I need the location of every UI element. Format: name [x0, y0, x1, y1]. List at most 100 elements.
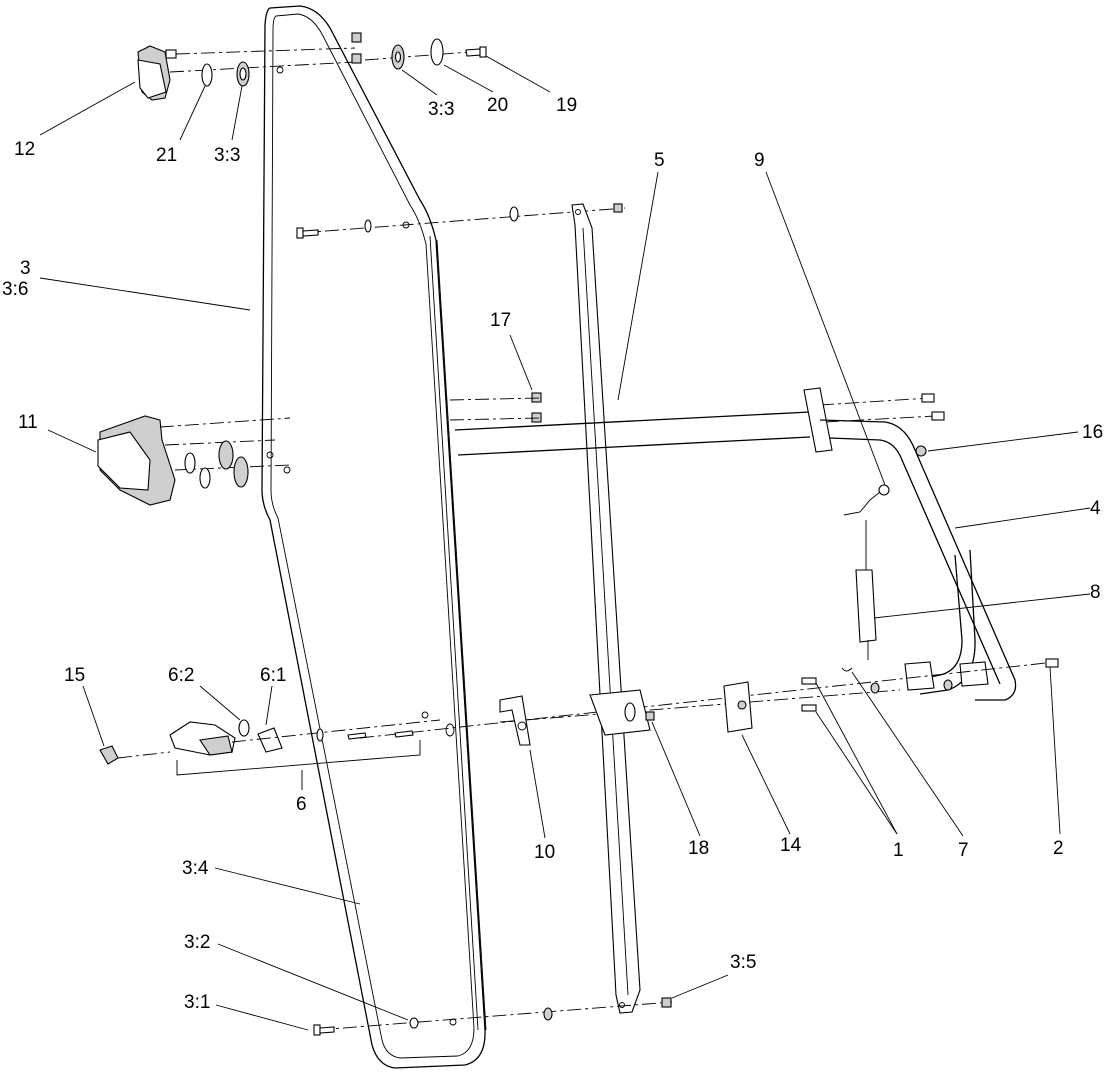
clip-9: [878, 484, 890, 496]
bottom-hardware: [313, 997, 673, 1036]
callout-3-2: 3:2: [184, 932, 210, 953]
bolt-head: [296, 227, 304, 239]
callout-21: 21: [156, 145, 177, 166]
axis-line: [317, 1001, 673, 1031]
axis-line: [449, 417, 541, 421]
latch-12-face: [137, 59, 167, 99]
callout-labels: 12 21 3:3 3:3 20 19 5 9 3 3:6 17 11 16 4…: [2, 95, 1103, 1013]
callout-3-5: 3:5: [730, 952, 756, 973]
callout-6: 6: [296, 794, 307, 815]
callout-4: 4: [1090, 498, 1101, 519]
callout-19: 19: [556, 95, 577, 116]
bracket-10-hole: [517, 721, 527, 731]
washer-3-2: [409, 1017, 419, 1029]
callout-15: 15: [64, 665, 85, 686]
axis-line: [299, 207, 626, 234]
axis-line: [169, 61, 356, 73]
callout-14: 14: [780, 835, 802, 856]
axis-line: [231, 719, 441, 743]
upper-latch-hardware: [137, 32, 487, 101]
callout-6-1: 6:1: [260, 665, 286, 686]
latch-11-face: [97, 431, 151, 491]
callout-3-3-top: 3:3: [214, 145, 240, 166]
callout-3-3-mid: 3:3: [428, 99, 454, 120]
axis-line: [117, 751, 171, 759]
bushing-3-3-hole: [394, 51, 402, 63]
nut-16: [915, 445, 927, 457]
axis-line: [819, 397, 931, 406]
frame-4: [803, 387, 1017, 701]
clip-9-wire: [843, 491, 881, 516]
bracket-18: [589, 689, 651, 736]
pin: [347, 732, 367, 740]
bracket-14-bolt: [737, 700, 747, 710]
washer: [199, 467, 211, 489]
rod-assembly: [449, 392, 945, 456]
axis-line: [159, 417, 291, 428]
callout-17: 17: [490, 310, 511, 331]
callout-6-2: 6:2: [168, 665, 194, 686]
bolt-3-1: [313, 1024, 321, 1036]
frame-4-lower-tube: [914, 554, 963, 681]
callout-11: 11: [18, 412, 38, 433]
vertical-bar-5: [571, 203, 641, 1014]
frame-4-tube-edge: [829, 437, 1001, 685]
upper-bolts: [296, 203, 626, 239]
panel-hole: [421, 711, 429, 719]
lower-hardware: [359, 658, 1059, 746]
pin: [394, 730, 414, 738]
bracket-18-slot: [624, 702, 636, 722]
nut-18: [645, 711, 655, 721]
axis-line: [449, 397, 541, 401]
washer: [364, 219, 372, 233]
washer: [184, 452, 196, 474]
washer: [316, 728, 324, 742]
axis-line: [164, 439, 276, 446]
bar-5-edge: [582, 227, 629, 996]
bolt-3-1-shank: [319, 1026, 335, 1034]
panel-edge-line: [429, 235, 479, 1031]
panel-hole: [266, 451, 274, 459]
callout-5: 5: [654, 150, 665, 171]
washer-21: [201, 63, 213, 87]
bolt-2: [1045, 658, 1059, 668]
knob-15: [99, 745, 119, 765]
panel-hole: [276, 66, 284, 74]
axis-line: [175, 47, 356, 55]
washer: [543, 1007, 553, 1021]
panel-inner-outline: [270, 13, 475, 1059]
nut-17: [531, 412, 542, 423]
bolt-shank: [302, 229, 319, 237]
gas-spring-8: [841, 484, 890, 672]
gas-spring-cylinder: [855, 569, 877, 643]
frame-4-tube: [819, 419, 1017, 701]
nut: [613, 203, 623, 213]
callout-3-4: 3:4: [182, 858, 209, 879]
callout-12: 12: [14, 139, 35, 160]
washer-20: [430, 38, 444, 66]
bar-5-hole: [619, 1002, 625, 1008]
bracket-10: [499, 695, 531, 746]
nut-17: [531, 392, 542, 403]
panel-assembly: [261, 5, 487, 1069]
callout-3-1: 3:1: [184, 992, 210, 1013]
callout-7: 7: [958, 840, 969, 861]
frame-foot: [959, 661, 989, 687]
panel-edge-line-2: [436, 239, 487, 1031]
callout-9: 9: [754, 150, 765, 171]
axis-line: [364, 51, 471, 61]
nut-3-5: [661, 997, 672, 1008]
washer: [509, 206, 519, 222]
callout-18: 18: [688, 838, 709, 859]
panel-outer-outline: [261, 5, 486, 1069]
bolt: [931, 411, 945, 421]
washer: [943, 679, 953, 691]
handle-6-bracket-line: [176, 740, 421, 776]
bushing-3-3-hole: [239, 67, 247, 81]
leader-lines: [39, 55, 1091, 1031]
handle-6-grip: [199, 735, 233, 756]
washer-6-2: [238, 719, 250, 737]
callout-8: 8: [1090, 582, 1101, 603]
